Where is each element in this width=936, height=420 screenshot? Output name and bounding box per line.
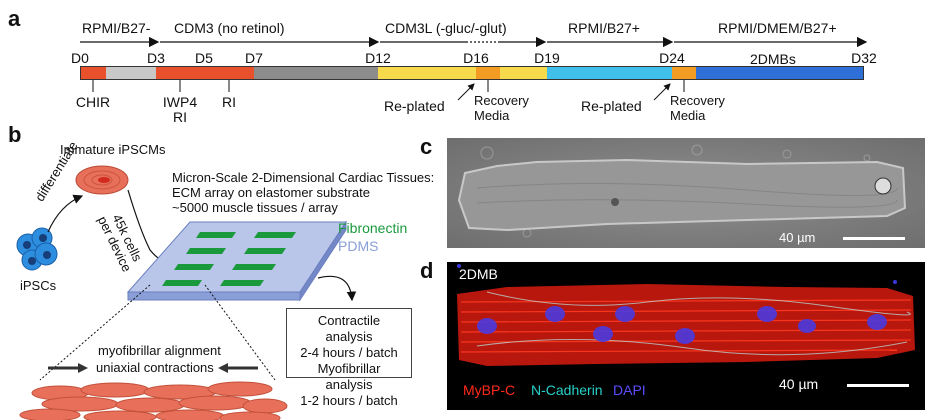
annotation-ri: RI <box>222 94 236 110</box>
ipscs-label: iPSCs <box>20 278 57 293</box>
day-d7: D7 <box>245 50 263 66</box>
day-d0: D0 <box>71 50 89 66</box>
panel-c-scale-bar <box>843 237 905 240</box>
segment-recovery-2 <box>672 66 696 80</box>
tissue-title-line3: ~5000 muscle tissues / array <box>172 200 338 215</box>
segment-2dmbs <box>696 66 864 80</box>
media-label-rpmi-dmem-b27: RPMI/DMEM/B27+ <box>718 20 837 36</box>
media-label-rpmi-b27-minus: RPMI/B27- <box>82 20 151 36</box>
annotation-recovery-2-line1: Recovery <box>670 93 725 108</box>
annotation-recovery-1: Recovery Media <box>474 93 529 123</box>
tissue-title-line2: ECM array on elastomer substrate <box>172 185 370 200</box>
myofibrillar-line2: 1-2 hours / batch <box>300 393 398 408</box>
day-d19: D19 <box>534 50 560 66</box>
segment-recovery-1 <box>476 66 500 80</box>
segment-iwp4 <box>156 66 204 80</box>
annotation-recovery-1-line2: Media <box>474 108 510 123</box>
myofibrillar-line1: Myofibrillar analysis <box>317 361 381 392</box>
day-d32: D32 <box>851 50 877 66</box>
segment-chir <box>80 66 106 80</box>
cell-sheet-icon <box>19 381 288 420</box>
segment-ri <box>204 66 254 80</box>
segment-rest-1 <box>106 66 156 80</box>
day-d16: D16 <box>463 50 489 66</box>
pdms-device-icon <box>126 220 347 302</box>
immature-cell-icon <box>75 165 129 195</box>
panel-d-title: 2DMB <box>459 266 498 282</box>
media-label-rpmi-b27-plus: RPMI/B27+ <box>568 20 640 36</box>
day-d3: D3 <box>147 50 165 66</box>
annotation-iwp4-line2: RI <box>172 109 187 125</box>
annotation-recovery-1-line1: Recovery <box>474 93 529 108</box>
media-label-cdm3l: CDM3L (-gluc/-glut) <box>385 20 507 36</box>
annotation-chir: CHIR <box>75 94 111 110</box>
immature-ipscms-label: Immature iPSCMs <box>60 142 166 157</box>
timeline-bar-outline <box>80 66 864 80</box>
day-d5: D5 <box>195 50 213 66</box>
annotation-iwp4-line1: IWP4 <box>162 94 198 110</box>
annotation-replated-2: Re-plated <box>581 98 642 114</box>
panel-d-scale-label: 40 µm <box>779 376 819 392</box>
media-arrows <box>80 36 868 48</box>
segment-cdm3 <box>254 66 378 80</box>
contractile-line2: 2-4 hours / batch <box>300 345 398 360</box>
brightfield-cell-drawing <box>447 138 925 248</box>
contractions-label: uniaxial contractions <box>96 360 214 375</box>
segment-cdm3l-2 <box>500 66 547 80</box>
segment-rpmi-b27-plus <box>547 66 672 80</box>
panel-a-letter: a <box>8 6 21 31</box>
annotation-recovery-2-line2: Media <box>670 108 706 123</box>
media-label-cdm3: CDM3 (no retinol) <box>174 20 285 36</box>
panel-d-scale-bar <box>847 384 909 387</box>
segment-cdm3l-1 <box>378 66 476 80</box>
tissue-title-line1: Micron-Scale 2-Dimensional Cardiac Tissu… <box>172 170 435 185</box>
stain-ncad-label: N-Cadherin <box>531 382 603 398</box>
fluorescence-tissue-drawing <box>447 262 925 410</box>
brightfield-image: 40 µm <box>447 138 925 248</box>
day-d12: D12 <box>365 50 391 66</box>
stain-dapi-label: DAPI <box>613 382 646 398</box>
fluorescence-image: 2DMB MyBP-C N-Cadherin DAPI 40 µm <box>447 262 925 410</box>
panel-b-letter: b <box>8 122 22 147</box>
day-d24: D24 <box>659 50 685 66</box>
annotation-replated-1: Re-plated <box>384 98 445 114</box>
pdms-label: PDMS <box>338 238 379 254</box>
alignment-label: myofibrillar alignment <box>98 343 221 358</box>
analysis-box: Contractile analysis 2-4 hours / batch M… <box>286 308 412 408</box>
panel-c-scale-label: 40 µm <box>779 230 816 245</box>
tissue-title: Micron-Scale 2-Dimensional Cardiac Tissu… <box>172 170 434 215</box>
contractile-line1: Contractile analysis <box>317 313 381 344</box>
panel-c-letter: c <box>420 134 433 159</box>
annotation-iwp4: IWP4 RI <box>163 95 197 125</box>
segment-2dmbs-label: 2DMBs <box>750 51 796 67</box>
annotation-lines <box>92 80 685 101</box>
annotation-recovery-2: Recovery Media <box>670 93 725 123</box>
panel-b-drawing <box>16 165 357 420</box>
panel-d-letter: d <box>420 258 434 283</box>
stain-mybpc-label: MyBP-C <box>463 382 516 398</box>
ipscs-cluster-icon <box>16 227 58 271</box>
fibronectin-label: Fibronectin <box>338 220 408 236</box>
